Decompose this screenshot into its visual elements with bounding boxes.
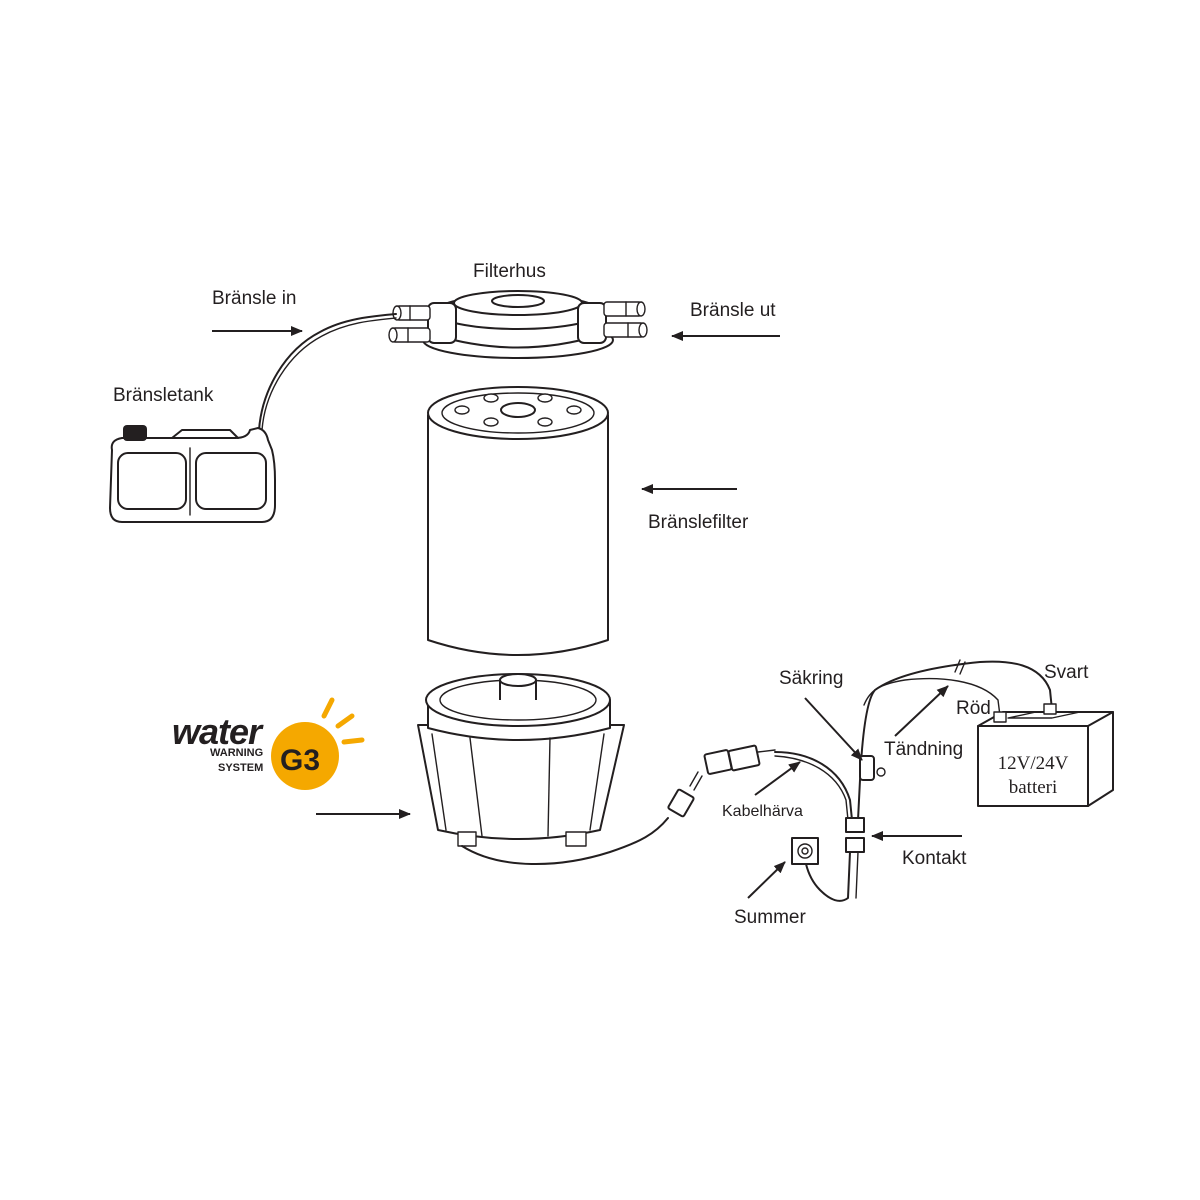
outlet-connector-bottom [603,322,648,338]
label-summer: Summer [734,907,806,928]
label-sakring: Säkring [779,668,843,689]
outlet-connector-top [603,301,646,317]
svg-text:water: water [172,711,264,752]
filter-housing [388,290,648,359]
sensor-plug [667,771,703,818]
harness-connector [845,817,865,853]
svg-text:12V/24V: 12V/24V [998,753,1069,774]
label-branslefilter: Bränslefilter [648,512,749,533]
harness-cable [774,751,853,821]
svg-text:batteri: batteri [1009,777,1058,798]
svg-text:G3: G3 [280,744,320,777]
arrow-summer [747,861,786,899]
fuel-tank [109,425,276,523]
svg-text:SYSTEM: SYSTEM [218,762,263,774]
arrow-sakring [804,697,863,761]
label-kontakt: Kontakt [902,848,967,869]
label-kabelharva: Kabelhärva [722,803,803,820]
label-tandning: Tändning [884,739,963,760]
buzzer [791,837,819,865]
arrow-tandning [894,685,949,737]
water-warning-system-g3-logo: water WARNING SYSTEM G3 [172,697,365,790]
fuse [859,755,886,781]
label-filterhus: Filterhus [473,261,546,282]
label-bransle-ut: Bränsle ut [690,300,776,321]
inlet-connector-top [392,305,431,321]
svg-text:WARNING: WARNING [210,747,263,759]
sensor-cable [461,817,669,866]
arrow-kabelharva [754,761,801,796]
label-rod: Röd [956,698,991,719]
fuel-line [258,313,397,431]
fuel-filter [427,386,609,656]
label-svart: Svart [1044,662,1089,683]
label-bransle-in: Bränsle in [212,288,297,309]
battery: 12V/24V batteri [977,703,1114,807]
harness-plug [703,744,776,775]
inlet-connector-bottom [388,327,431,343]
water-collector-bowl [417,673,625,847]
label-bransletank: Bränsletank [113,385,214,406]
